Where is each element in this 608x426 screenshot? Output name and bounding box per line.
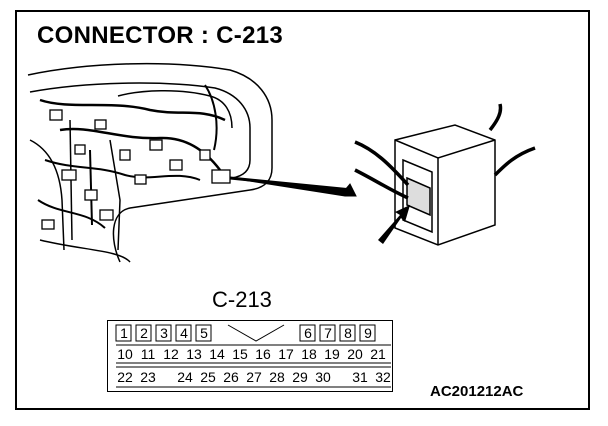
pin-9: 9 <box>364 325 372 341</box>
pin-16: 16 <box>255 346 271 362</box>
diagram-title: CONNECTOR : C-213 <box>37 22 284 49</box>
pin-19: 19 <box>324 346 340 362</box>
pin-3: 3 <box>160 325 168 341</box>
pin-6: 6 <box>304 325 312 341</box>
pin-25: 25 <box>200 369 216 385</box>
pin-17: 17 <box>278 346 294 362</box>
connector-pin-grid: 1 2 3 4 5 6 7 8 9 10 11 12 13 14 15 16 1… <box>107 320 393 392</box>
pin-18: 18 <box>301 346 317 362</box>
pin-2: 2 <box>140 325 148 341</box>
diagram-frame <box>15 10 590 410</box>
pin-23: 23 <box>140 369 156 385</box>
connector-label: C-213 <box>212 287 272 312</box>
pin-14: 14 <box>209 346 225 362</box>
pin-5: 5 <box>200 325 208 341</box>
pin-15: 15 <box>232 346 248 362</box>
pin-8: 8 <box>344 325 352 341</box>
figure-code: AC201212AC <box>430 383 524 400</box>
pin-26: 26 <box>223 369 239 385</box>
pin-27: 27 <box>246 369 262 385</box>
pin-13: 13 <box>186 346 202 362</box>
pin-7: 7 <box>324 325 332 341</box>
pin-24: 24 <box>177 369 193 385</box>
pin-1: 1 <box>120 325 128 341</box>
pin-21: 21 <box>370 346 386 362</box>
pin-22: 22 <box>117 369 133 385</box>
pin-20: 20 <box>347 346 363 362</box>
pin-grid-lines <box>115 324 391 388</box>
pin-30: 30 <box>315 369 331 385</box>
pin-10: 10 <box>117 346 133 362</box>
pin-11: 11 <box>140 346 156 362</box>
pin-32: 32 <box>375 369 391 385</box>
pin-28: 28 <box>269 369 285 385</box>
pin-29: 29 <box>292 369 308 385</box>
pin-31: 31 <box>352 369 368 385</box>
pin-4: 4 <box>180 325 188 341</box>
pin-12: 12 <box>163 346 179 362</box>
